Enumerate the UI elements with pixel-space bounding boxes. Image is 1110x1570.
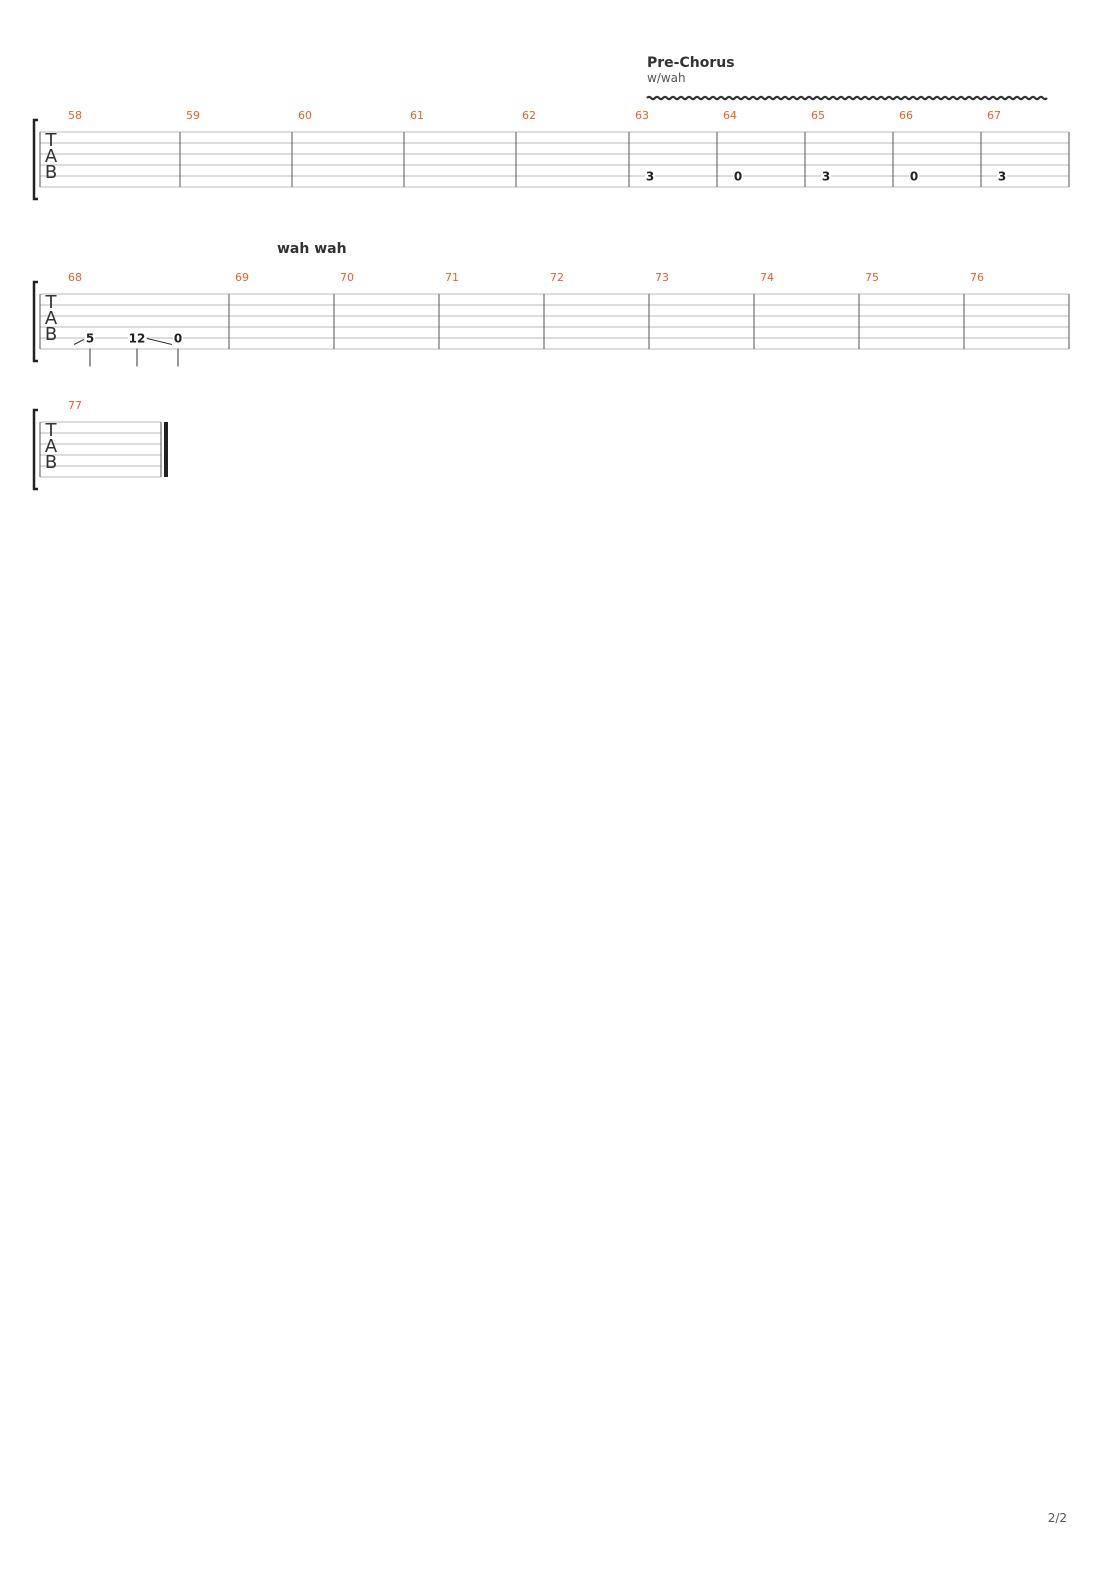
bar-number-59: 59 [186, 109, 200, 122]
tab-clef-t: T [45, 130, 58, 151]
fret-number: 3 [646, 170, 654, 184]
tab-clef-a: A [45, 146, 58, 167]
fret-background [997, 170, 1007, 183]
bar-number-75: 75 [865, 271, 879, 284]
tab-clef-b: B [45, 452, 57, 473]
bar-number-62: 62 [522, 109, 536, 122]
tab-clef-a: A [45, 308, 58, 329]
bar-number-58: 58 [68, 109, 82, 122]
fret-number: 5 [86, 332, 94, 346]
bar-number-66: 66 [899, 109, 913, 122]
system-bracket [32, 280, 38, 363]
system-bracket [32, 408, 38, 491]
tab-clef-b: B [45, 162, 57, 183]
bar-number-70: 70 [340, 271, 354, 284]
bar-number-64: 64 [723, 109, 737, 122]
bar-number-74: 74 [760, 271, 774, 284]
fret-background [85, 332, 95, 345]
fret-background [821, 170, 831, 183]
vibrato-line [646, 95, 1048, 101]
page-number: 2/2 [1048, 1511, 1067, 1525]
system-bracket [32, 118, 38, 201]
tab-clef-t: T [45, 292, 58, 313]
bar-number-73: 73 [655, 271, 669, 284]
bar-number-67: 67 [987, 109, 1001, 122]
tab-system-2: wah wah TAB 68 5 12 0 69 70 71 72 73 74 75 76 [32, 241, 1070, 367]
fret-background [128, 332, 146, 345]
bar-number-76: 76 [970, 271, 984, 284]
bar-number-69: 69 [235, 271, 249, 284]
fret-background [909, 170, 919, 183]
slide-line [146, 338, 173, 345]
fret-background [173, 332, 183, 345]
section-instruction: w/wah [647, 71, 686, 85]
slide-line [73, 339, 85, 345]
bar-number-63: 63 [635, 109, 649, 122]
fret-background [645, 170, 655, 183]
bar-number-60: 60 [298, 109, 312, 122]
fret-background [733, 170, 743, 183]
fret-number: 3 [998, 170, 1006, 184]
fret-number: 0 [174, 332, 182, 346]
fret-number: 3 [822, 170, 830, 184]
text-above-wah-wah: wah wah [277, 241, 347, 257]
bar-number-65: 65 [811, 109, 825, 122]
tab-clef-t: T [45, 420, 58, 441]
bar-number-61: 61 [410, 109, 424, 122]
tab-system-1: Pre-Chorus w/wah TAB 58 59 60 61 62 63 3 64 0 65 3 6… [32, 55, 1070, 201]
tab-clef-a: A [45, 436, 58, 457]
bar-number-77: 77 [68, 399, 82, 412]
final-barline-thick [164, 422, 168, 477]
tab-system-3: TAB 77 [32, 399, 168, 491]
tab-clef-b: B [45, 324, 57, 345]
bar-number-71: 71 [445, 271, 459, 284]
fret-number: 0 [734, 170, 742, 184]
fret-number: 12 [129, 332, 146, 346]
section-title: Pre-Chorus [647, 55, 735, 71]
fret-number: 0 [910, 170, 918, 184]
bar-number-68: 68 [68, 271, 82, 284]
bar-number-72: 72 [550, 271, 564, 284]
